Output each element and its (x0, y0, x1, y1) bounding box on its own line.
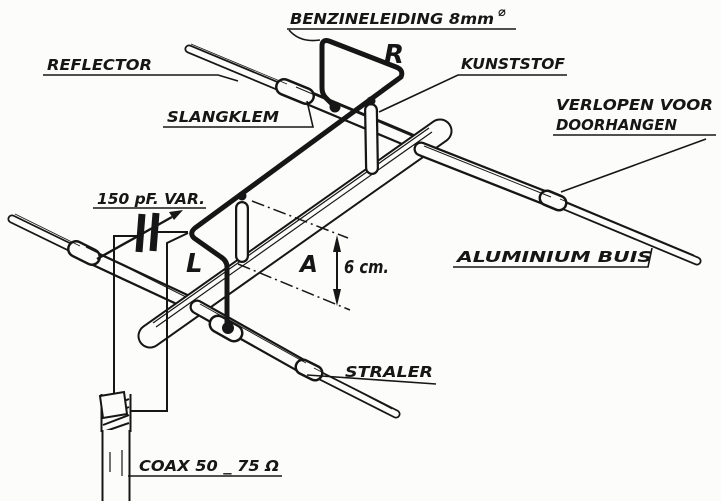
loop-area-dimension (237, 200, 351, 311)
label-aluminium-buis: ALUMINIUM BUIS (456, 248, 652, 266)
label-benzineleiding: BENZINELEIDING 8mm (290, 10, 494, 28)
arrowhead-down (333, 289, 341, 306)
dash-dot-line-upper (251, 200, 349, 239)
label-verlopen-line1: VERLOPEN VOOR (556, 96, 713, 114)
variable-capacitor-arrow (96, 215, 173, 261)
leader-benzineleiding (288, 29, 321, 42)
wire-braid-return (130, 232, 189, 412)
clamp-on-straler (222, 322, 234, 334)
feed-wiring (96, 210, 189, 412)
wire-coax-to-capacitor (113, 235, 137, 394)
label-leaders (43, 28, 716, 477)
coax-cable (98, 390, 132, 501)
marker-area-a: A (298, 252, 318, 278)
kunststof-post-rear (364, 103, 379, 175)
straler-element-left-half (7, 213, 204, 314)
clamp-on-front-post (237, 191, 247, 201)
solder-tab (98, 390, 129, 420)
label-reflector: REFLECTOR (47, 56, 152, 74)
capacitor-plate-right (149, 212, 160, 252)
label-kunststof: KUNSTSTOF (461, 55, 566, 73)
leader-kunststof (378, 74, 567, 113)
capacitor-plate-left (135, 213, 146, 253)
label-verlopen-line2: DOORHANGEN (556, 116, 677, 134)
marker-point-l: L (186, 249, 203, 279)
label-dimension-6cm: 6 cm. (344, 257, 389, 278)
variable-arrowhead (169, 210, 183, 220)
reflector-element-right-half (413, 141, 702, 266)
leader-aluminium (453, 247, 653, 268)
dash-dot-line-lower (237, 263, 351, 311)
leader-verlopen (560, 138, 707, 193)
leader-reflector (43, 74, 239, 82)
leader-slangklem (163, 100, 315, 128)
clamp-on-reflector (329, 101, 341, 113)
label-diameter-symbol: ⌀ (498, 5, 506, 20)
marker-point-r: R (384, 40, 404, 70)
label-straler: STRALER (345, 363, 433, 381)
reflector-element-left-half (184, 43, 436, 156)
label-capacitor: 150 pF. VAR. (97, 190, 205, 208)
benzineleiding-phasing-line (189, 38, 405, 334)
clamp-on-rear-post (366, 96, 376, 106)
arrowhead-up (333, 235, 341, 252)
label-coax: COAX 50 _ 75 Ω (139, 457, 279, 475)
label-slangklem: SLANGKLEM (167, 108, 279, 126)
leader-straler (306, 374, 437, 385)
wrap-turn (102, 414, 130, 426)
